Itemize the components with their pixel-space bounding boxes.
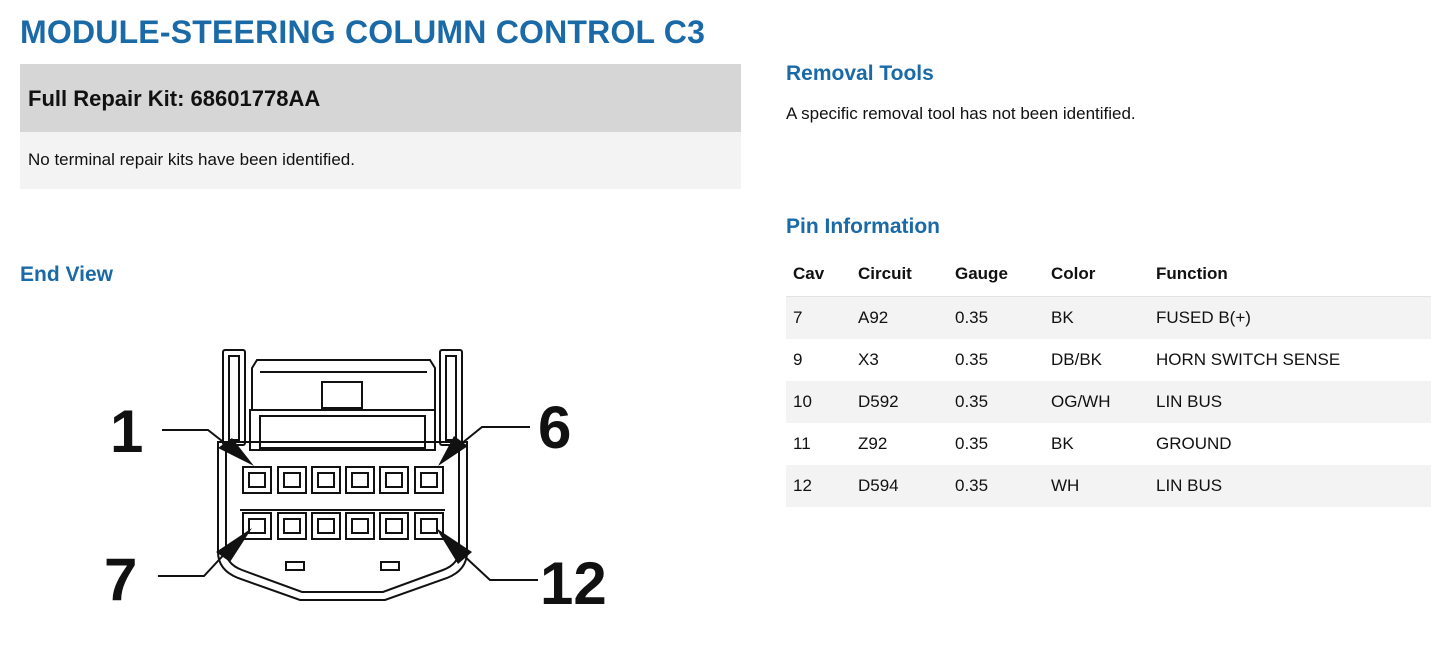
cell-circuit: A92: [858, 308, 889, 327]
cell-gauge: 0.35: [955, 350, 989, 369]
repair-kit-message: No terminal repair kits have been identi…: [20, 132, 741, 189]
cell-gauge: 0.35: [955, 308, 989, 327]
pin-information-heading: Pin Information: [786, 215, 940, 238]
arrow-pin-1: [218, 438, 254, 466]
cell-circuit: D594: [858, 476, 899, 495]
bottom-row-cavities: [242, 512, 444, 540]
cell-gauge: 0.35: [955, 476, 989, 495]
column-header-function: Function: [1149, 252, 1431, 297]
table-header-row: Cav Circuit Gauge Color Function: [786, 252, 1431, 297]
column-header-circuit: Circuit: [851, 252, 948, 297]
cell-cav: 12: [793, 476, 812, 495]
cell-function: GROUND: [1156, 434, 1232, 453]
cell-cav: 7: [793, 308, 803, 327]
cell-color: OG/WH: [1051, 392, 1111, 411]
cell-function: FUSED B(+): [1156, 308, 1251, 327]
end-view-heading: End View: [20, 263, 113, 286]
table-row: 9 X3 0.35 DB/BK HORN SWITCH SENSE: [786, 339, 1431, 381]
pin-arrows: [216, 436, 472, 564]
cell-gauge: 0.35: [955, 434, 989, 453]
cell-cav: 11: [793, 434, 811, 453]
pin-label-7: 7: [104, 546, 137, 613]
page-title: MODULE-STEERING COLUMN CONTROL C3: [20, 14, 706, 50]
cell-color: BK: [1051, 434, 1074, 453]
cell-function: LIN BUS: [1156, 476, 1223, 495]
cell-circuit: Z92: [858, 434, 888, 453]
column-header-cav: Cav: [786, 252, 851, 297]
arrow-pin-12: [436, 528, 472, 564]
cell-circuit: X3: [858, 350, 879, 369]
arrow-pin-7: [216, 528, 252, 562]
cell-circuit: D592: [858, 392, 899, 411]
table-row: 12 D594 0.35 WH LIN BUS: [786, 465, 1431, 507]
arrow-pin-6: [438, 436, 468, 466]
removal-tools-heading: Removal Tools: [786, 62, 934, 85]
cell-color: BK: [1051, 308, 1074, 327]
table-row: 10 D592 0.35 OG/WH LIN BUS: [786, 381, 1431, 423]
table-row: 7 A92 0.35 BK FUSED B(+): [786, 296, 1431, 339]
leader-lines: [158, 426, 538, 581]
cell-color: DB/BK: [1051, 350, 1103, 369]
pin-information-table: Cav Circuit Gauge Color Function 7 A92 0…: [786, 252, 1431, 507]
table-row: 11 Z92 0.35 BK GROUND: [786, 423, 1431, 465]
cell-cav: 10: [793, 392, 812, 411]
cell-color: WH: [1051, 476, 1080, 495]
pin-label-12: 12: [540, 550, 607, 617]
cell-cav: 9: [793, 350, 803, 369]
cell-gauge: 0.35: [955, 392, 989, 411]
repair-kit-panel: Full Repair Kit: 68601778AA No terminal …: [20, 64, 741, 189]
cell-function: LIN BUS: [1156, 392, 1223, 411]
pin-label-1: 1: [110, 398, 143, 465]
repair-kit-title: Full Repair Kit: 68601778AA: [20, 64, 741, 132]
column-header-color: Color: [1044, 252, 1149, 297]
connector-housing: [217, 349, 468, 601]
top-row-cavities: [242, 466, 444, 494]
column-header-gauge: Gauge: [948, 252, 1044, 297]
cell-function: HORN SWITCH SENSE: [1156, 350, 1341, 369]
pin-label-6: 6: [538, 394, 571, 461]
removal-tools-message: A specific removal tool has not been ide…: [786, 104, 1136, 123]
connector-end-view-diagram: 1 6 7 12: [104, 349, 607, 617]
